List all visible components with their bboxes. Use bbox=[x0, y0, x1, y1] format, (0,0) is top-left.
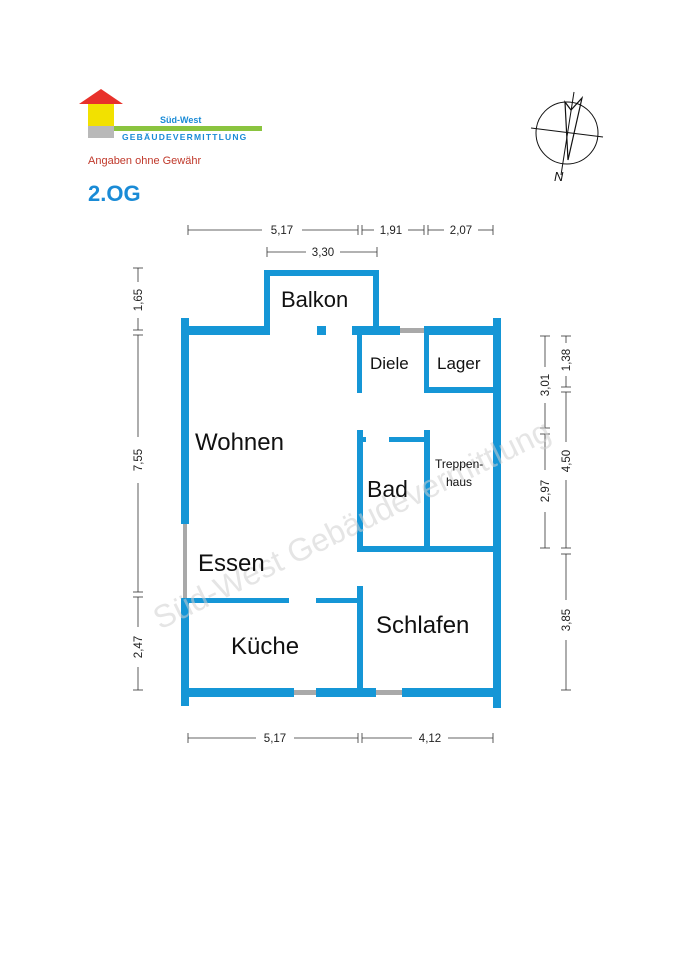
wall-bottom-right bbox=[402, 688, 501, 697]
logo-bar bbox=[114, 126, 262, 131]
wall-top-left bbox=[181, 326, 267, 335]
wall-bad-bottom bbox=[357, 546, 500, 552]
dim-top-2-07: 2,07 bbox=[450, 225, 472, 237]
dim-right-2-97: 2,97 bbox=[540, 480, 552, 502]
compass-north-label: N bbox=[554, 169, 564, 184]
dim-left-2-47: 2,47 bbox=[133, 636, 145, 658]
company-logo: Süd-West Gebäudevermittlung bbox=[79, 89, 262, 142]
room-label-schlafen: Schlafen bbox=[376, 612, 469, 639]
wall-top-right bbox=[424, 326, 500, 335]
wall-bad-right bbox=[424, 430, 430, 552]
compass-circle bbox=[535, 101, 599, 165]
room-label-kueche: Küche bbox=[231, 633, 299, 660]
room-label-balkon: Balkon bbox=[281, 287, 348, 312]
wall-bottom-mid bbox=[316, 688, 376, 697]
wall-outer-left bbox=[181, 318, 189, 524]
wall-outer-right bbox=[493, 318, 501, 708]
dim-right-3-85: 3,85 bbox=[561, 609, 573, 631]
logo-base bbox=[88, 126, 114, 138]
dim-right-1-38: 1,38 bbox=[561, 349, 573, 371]
wall-diele-lager bbox=[424, 335, 429, 393]
window-left bbox=[183, 524, 187, 598]
window-bottom-schlafen bbox=[376, 690, 402, 695]
wall-bad-top-b bbox=[389, 437, 429, 442]
wall-kitchen-right bbox=[316, 598, 362, 603]
wall-top-pillar bbox=[317, 326, 326, 335]
room-label-lager: Lager bbox=[437, 354, 481, 373]
floor-label: 2.OG bbox=[88, 181, 141, 206]
room-label-treppenhaus-2: haus bbox=[446, 475, 472, 489]
dim-bottom-4-12: 4,12 bbox=[419, 733, 441, 745]
wall-bad-left bbox=[357, 430, 363, 552]
logo-name-line2: Gebäudevermittlung bbox=[122, 132, 248, 142]
wall-kitchen-left bbox=[181, 598, 289, 603]
balcony-wall-top bbox=[264, 270, 379, 276]
window-bottom-kitchen bbox=[294, 690, 316, 695]
dim-top-3-30: 3,30 bbox=[312, 247, 334, 259]
balcony-wall-left bbox=[264, 270, 270, 335]
logo-roof bbox=[79, 89, 123, 104]
room-label-bad: Bad bbox=[367, 476, 408, 502]
wall-diele-left bbox=[357, 335, 362, 393]
wall-bottom-left bbox=[181, 688, 294, 697]
logo-name-line1: Süd-West bbox=[160, 115, 201, 125]
room-label-wohnen: Wohnen bbox=[195, 429, 284, 456]
room-label-essen: Essen bbox=[198, 550, 265, 577]
compass-needle-icon bbox=[564, 95, 584, 161]
dim-left-7-55: 7,55 bbox=[133, 449, 145, 471]
dim-left-1-65: 1,65 bbox=[133, 289, 145, 311]
balcony-wall-right bbox=[373, 270, 379, 335]
room-label-diele: Diele bbox=[370, 354, 409, 373]
dim-top-1-91: 1,91 bbox=[380, 225, 402, 237]
dim-right-3-01: 3,01 bbox=[540, 374, 552, 396]
room-label-treppenhaus-1: Treppen- bbox=[435, 457, 483, 471]
walls bbox=[181, 270, 501, 708]
north-compass: N bbox=[530, 91, 604, 184]
wall-outer-left-lower bbox=[181, 598, 189, 706]
window-top-diele bbox=[400, 328, 424, 333]
dim-top-5-17: 5,17 bbox=[271, 225, 293, 237]
dim-bottom-5-17: 5,17 bbox=[264, 733, 286, 745]
dimension-lines bbox=[133, 225, 571, 743]
dim-right-4-50: 4,50 bbox=[561, 450, 573, 472]
wall-kitchen-schlafen bbox=[357, 586, 363, 697]
wall-bad-top-a bbox=[357, 437, 366, 442]
wall-lager-bottom bbox=[424, 387, 500, 393]
disclaimer-text: Angaben ohne Gewähr bbox=[88, 155, 201, 167]
logo-wall bbox=[88, 104, 114, 126]
